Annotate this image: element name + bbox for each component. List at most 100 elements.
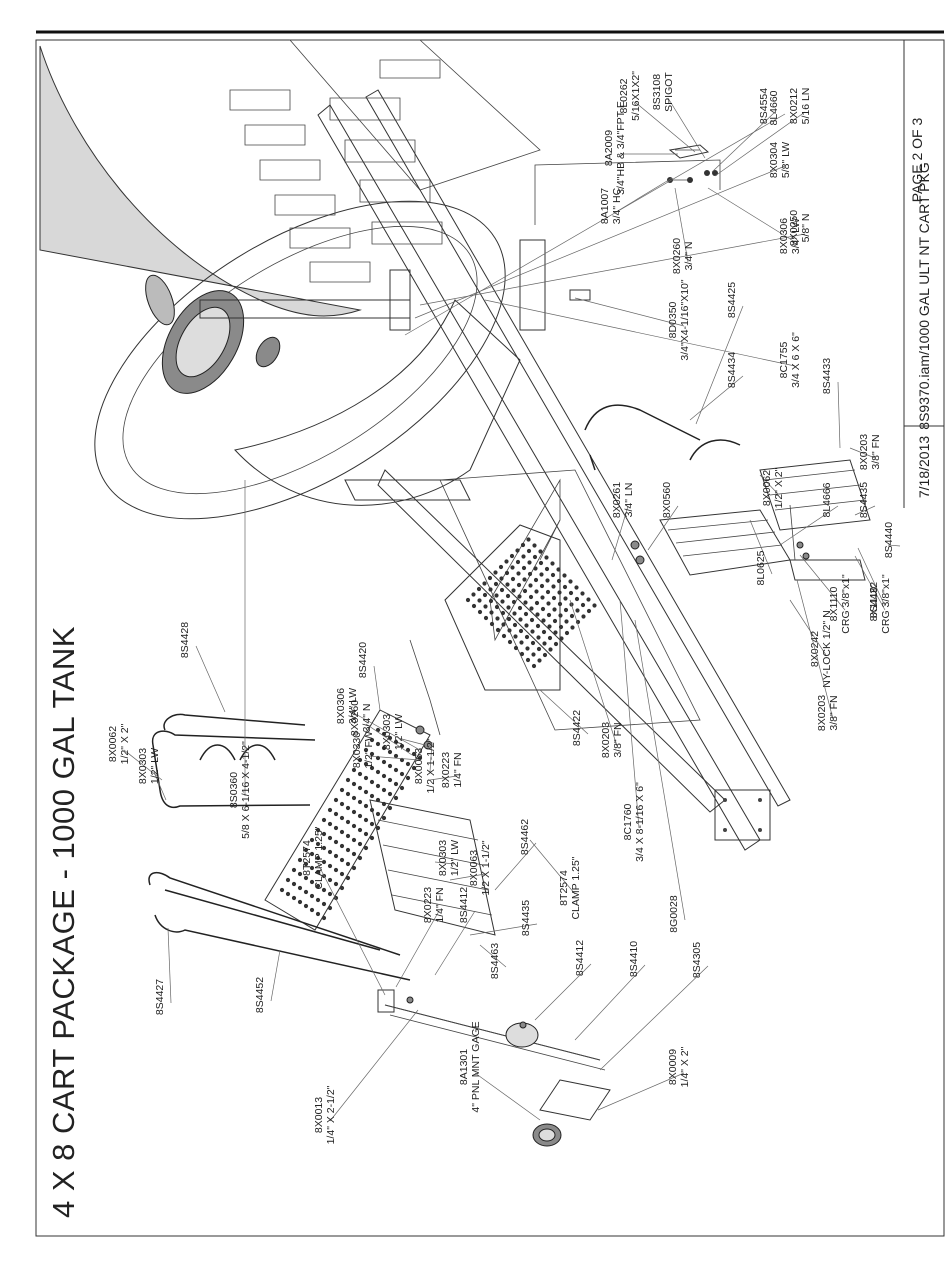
part-number: 8S4462 [519, 819, 531, 855]
callout-leader [484, 299, 796, 367]
part-callout: 8X00631/2 X 1-1/2" [468, 840, 492, 895]
part-description: 3/4 X 8-1/16 X 6" [634, 782, 646, 862]
part-callout: 8S4410 [628, 941, 640, 977]
left-platform [148, 709, 496, 981]
part-number: 8S4435 [858, 482, 870, 518]
part-description: 3/8" FN [870, 434, 882, 469]
part-number: 8T2574 [558, 870, 570, 906]
part-number: 8X0203 [858, 434, 870, 470]
part-number: 8S4410 [628, 941, 640, 977]
part-callout: 8X03031/2" LW [437, 840, 461, 876]
right-steps [584, 404, 871, 581]
part-callout: 8L0625 [755, 550, 767, 585]
part-description: 1/2 X 1-1/2" [425, 738, 437, 793]
part-number: 8S0360 [228, 772, 240, 808]
part-callout: 8X03031/2" LW [137, 748, 161, 784]
callout-leader [749, 519, 773, 575]
part-callout: 8X1110CRG 3/8"x1" [828, 574, 852, 634]
part-callout: 8L4660 [768, 90, 780, 125]
callout-leader [414, 165, 786, 319]
callout-leader [534, 963, 592, 1021]
callout-leader [329, 1009, 419, 1122]
callout-leader [404, 113, 786, 336]
center-platform [444, 524, 597, 691]
part-callout: 8X03301/2" FW [351, 731, 375, 769]
part-callout: 8X02125/16 LN [788, 88, 812, 125]
part-callout: 8X02505/8" N [788, 210, 812, 246]
part-description: 3/4"X4-1/16"X10" [679, 279, 691, 361]
part-callout: 8X02603/4" N [349, 700, 373, 736]
part-number: 8X0250 [788, 210, 800, 246]
part-description: 1/2" X 2" [119, 723, 131, 764]
part-number: 8X0223 [440, 752, 452, 788]
part-description: 1/2" X 2" [773, 467, 785, 508]
part-callout: 8A10073/4" HC [599, 187, 623, 224]
callout-layer: 8L4660 8X03045/8" LW 8X02505/8" N 8C17553/4… [107, 71, 901, 1144]
callout-leader [887, 544, 901, 547]
part-number: 8S4422 [571, 710, 583, 746]
callout-leader [365, 723, 413, 756]
part-number: 8X0303 [437, 840, 449, 876]
callout-leader [539, 689, 589, 735]
part-number: 8X1110 [868, 587, 880, 622]
part-description: CRG 3/8"x1" [840, 574, 852, 634]
part-description: 1/2 X 1-1/2" [480, 840, 492, 895]
callout-leader [597, 1072, 685, 1111]
part-callout: 8G0028 [668, 895, 680, 933]
tank [39, 39, 541, 520]
part-description: 5/8 X 6-1/16 X 4-1/2" [240, 741, 252, 839]
part-callout: 8S03605/8 X 6-1/16 X 4-1/2" [228, 741, 252, 839]
part-number: 8X0063 [468, 850, 480, 886]
callout-leader [619, 599, 640, 829]
callout-leader [689, 375, 744, 421]
part-number: 8X0062 [761, 470, 773, 506]
part-callout: 8X02033/8" FN [600, 722, 624, 758]
callout-leader [711, 111, 776, 173]
part-description: 1/4" X 2" [679, 1046, 691, 1087]
callout-leader [789, 599, 827, 656]
part-number: 8S4305 [691, 942, 703, 978]
gage-panel [377, 989, 611, 1147]
callout-leader [419, 233, 806, 306]
part-callout: 8S4432 [868, 582, 880, 618]
part-callout: 8T2574CLAMP 1.25" [301, 826, 325, 889]
part-callout: 8X03031/2" LW [381, 714, 405, 750]
part-number: 8X0260 [349, 700, 361, 736]
callout-leader [373, 665, 381, 711]
part-number: 8X0306 [335, 688, 347, 724]
part-number: 8S4440 [883, 522, 895, 558]
part-description: 1/4" FN [452, 752, 464, 787]
part-number: 8S4463 [489, 943, 501, 979]
part-description: 3/4" N [683, 242, 695, 271]
part-callout: 8X02033/8" FN [816, 695, 840, 731]
callout-leader [667, 97, 706, 159]
callout-leader [167, 927, 172, 1004]
part-number: 8X1110 [828, 587, 840, 622]
callout-leader [479, 944, 507, 968]
part-number: 8S4452 [254, 977, 266, 1013]
part-description: CRG 3/8"x1" [880, 574, 892, 634]
part-description: 1/2" LW [149, 748, 161, 784]
part-callout: 8L4666 [821, 482, 833, 517]
part-callout: 8X02231/4" FN [440, 752, 464, 788]
part-callout: 8S4435 [858, 482, 870, 518]
part-description: 3/8" FN [612, 722, 624, 757]
part-number: 8X0013 [313, 1097, 325, 1133]
drawing-description: 8S9370.iam/1000 GAL ULT NT CART PKG [916, 162, 932, 429]
drawing-date: 7/18/2013 [916, 436, 932, 498]
part-callout: 8S3108SPIGOT [651, 72, 675, 112]
part-callout: 8S4463 [489, 943, 501, 979]
part-number: 8S4554 [758, 88, 770, 124]
part-callout: 8C17553/4 X 6 X 6" [778, 332, 802, 388]
part-callout: 8S4435 [520, 900, 532, 936]
part-description: 3/8" FN [828, 695, 840, 730]
title-block: PAGE 2 OF 3 8S9370.iam/1000 GAL ULT NT C… [903, 40, 944, 508]
callout-leader [429, 775, 458, 781]
callout-leader [434, 910, 476, 976]
callout-leader [434, 861, 455, 865]
part-callout: 8X02603/4" N [671, 238, 695, 274]
part-description: 3/4" HC [611, 187, 623, 224]
callout-leader [569, 599, 618, 747]
part-number: 8D0350 [667, 301, 679, 338]
part-callout: 8X03045/8" LW [768, 142, 792, 178]
